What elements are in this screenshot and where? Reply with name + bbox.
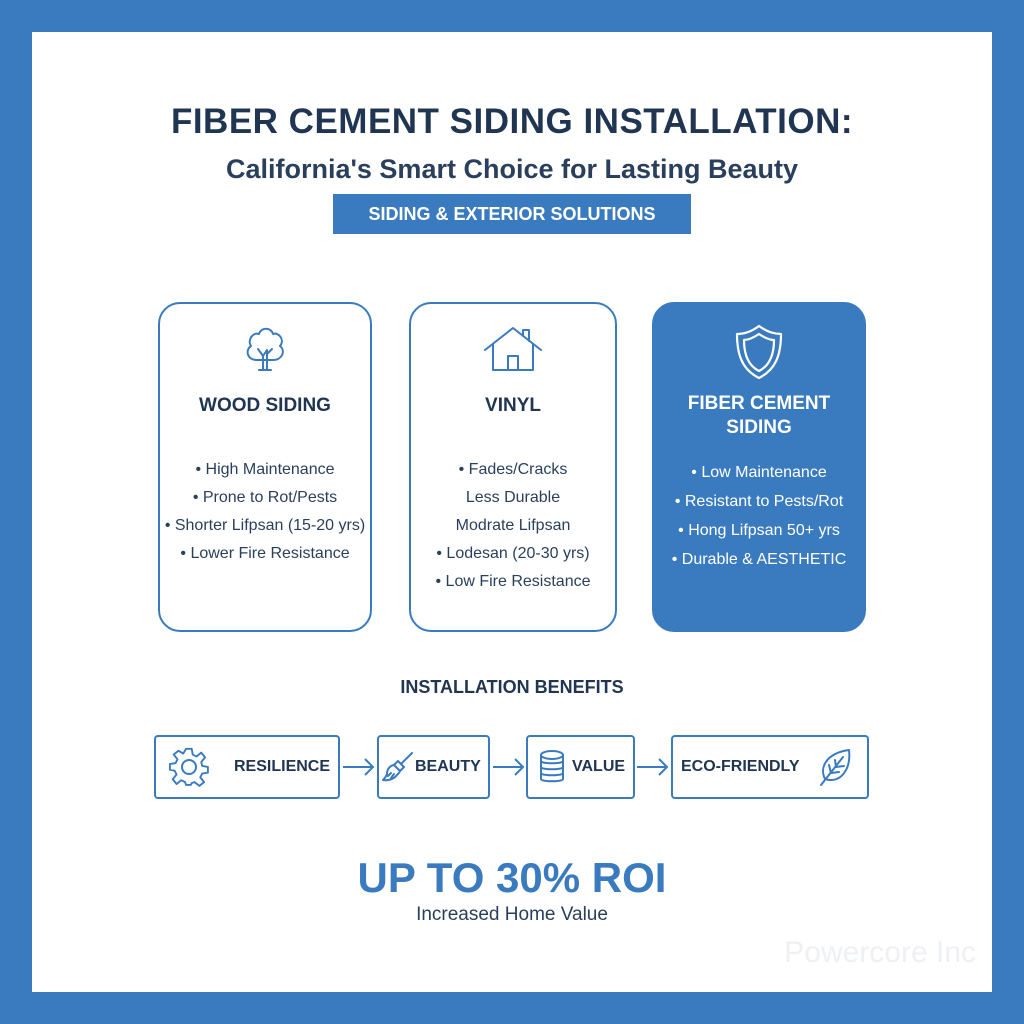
benefits-flow: RESILIENCE BEAUTY [32,735,992,801]
coin-stack-icon [538,737,566,797]
benefit-label: BEAUTY [415,758,481,775]
benefits-heading: INSTALLATION BENEFITS [400,677,624,697]
list-item: • High Maintenance [195,461,335,478]
benefit-step-resilience: RESILIENCE [154,735,340,799]
card-title-line: SIDING [726,417,792,438]
list-item: Modrate Lifpsan [455,517,571,534]
card-feature-list: • Low Maintenance • Resistant to Pests/R… [644,458,874,574]
list-item: • Low Fire Resistance [435,573,591,590]
list-item: • Shorter Lifpsan (15-20 yrs) [164,517,366,534]
card-title: VINYL [485,395,541,416]
infographic-panel: FIBER CEMENT SIDING INSTALLATION: Califo… [32,32,992,992]
benefit-step-eco-friendly: ECO-FRIENDLY [671,735,869,799]
paintbrush-icon [381,737,415,797]
card-title: FIBER CEMENT SIDING [654,392,864,440]
list-item: • Durable & AESTHETIC [671,551,847,568]
card-feature-list: • High Maintenance • Prone to Rot/Pests … [150,456,380,568]
benefit-step-value: VALUE [526,735,635,799]
arrow-right-icon [637,758,669,776]
card-title-line: FIBER CEMENT [687,393,831,414]
house-icon [411,322,615,378]
watermark: Powercore Inc [784,936,976,969]
fiber-cement-siding-card: FIBER CEMENT SIDING • Low Maintenance • … [652,302,866,632]
card-title: WOOD SIDING [199,395,331,416]
list-item: • Prone to Rot/Pests [192,489,338,506]
list-item: • Fades/Cracks [458,461,568,478]
list-item: • Lower Fire Resistance [180,545,350,562]
vinyl-siding-card: VINYL • Fades/Cracks Less Durable Modrat… [409,302,617,632]
roi-caption: Increased Home Value [416,904,608,925]
benefit-label: ECO-FRIENDLY [681,758,800,775]
arrow-right-icon [343,758,375,776]
list-item: • Hong Lifpsan 50+ yrs [678,522,840,539]
benefit-step-beauty: BEAUTY [377,735,490,799]
benefit-label: VALUE [572,758,626,775]
tree-icon [160,322,370,378]
category-banner: SIDING & EXTERIOR SOLUTIONS [333,194,691,234]
shield-icon [654,322,864,380]
leaf-icon [817,737,853,797]
arrow-right-icon [493,758,525,776]
list-item: Less Durable [465,489,561,506]
list-item: • Low Maintenance [691,464,827,481]
roi-headline: UP TO 30% ROI [357,854,667,901]
page-title: FIBER CEMENT SIDING INSTALLATION: [170,102,854,141]
wood-siding-card: WOOD SIDING • High Maintenance • Prone t… [158,302,372,632]
gear-icon [168,737,210,797]
page-subtitle: California's Smart Choice for Lasting Be… [225,154,799,184]
list-item: • Lodesan (20-30 yrs) [436,545,590,562]
card-feature-list: • Fades/Cracks Less Durable Modrate Lifp… [401,456,625,596]
list-item: • Resistant to Pests/Rot [674,493,844,510]
benefit-label: RESILIENCE [234,758,331,775]
